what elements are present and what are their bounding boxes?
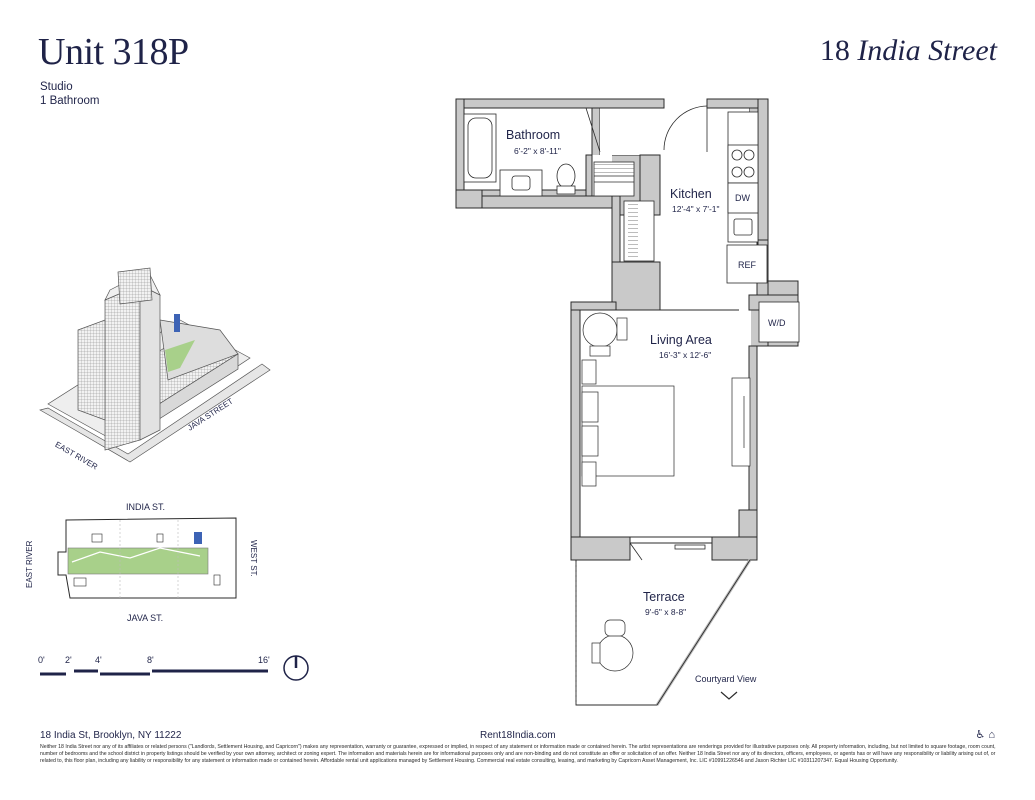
scale-bar [40,669,268,676]
wall-outlines [455,98,799,561]
north-arrow [283,655,309,681]
site-java-st-label: JAVA ST. [127,613,164,623]
terrace-table [591,619,634,672]
living-furniture [581,312,751,487]
room-dims-bathroom: 6'-2" x 8'-11" [514,146,561,156]
washer-dryer-label: W/D [768,318,786,328]
hall-closet-hatch [594,163,634,175]
legal-disclaimer: Neither 18 India Street nor any of its a… [40,744,996,764]
footer-website-link[interactable]: Rent18India.com [480,730,556,741]
brand-number: 18 [819,34,850,67]
room-dims-kitchen: 12'-4" x 7'-1" [672,204,720,214]
washer-dryer [758,301,800,343]
equal-housing-icon: ⌂ [988,729,995,741]
kitchen-floor [600,108,749,155]
brand-name: India Street [857,34,997,67]
room-label-terrace: Terrace [643,590,685,604]
courtyard-view-label: Courtyard View [695,674,757,684]
bathroom-vanity [499,169,543,197]
footer-address: 18 India St, Brooklyn, NY 11222 [40,730,182,741]
room-dims-living: 16'-3" x 12'-6" [659,350,712,360]
terrace-outline [575,559,752,706]
bathroom-count: 1 Bathroom [40,95,100,107]
accessibility-icon: ♿ [975,729,986,741]
scale-tick-4: 4' [95,655,102,665]
toilet [556,163,576,195]
bathroom-door [585,107,601,153]
site-plan [57,517,237,599]
bathtub [463,113,497,183]
site-india-st-label: INDIA ST. [126,502,166,512]
room-label-living: Living Area [650,333,712,347]
unit-type: Studio [40,81,73,93]
entry-door [663,105,708,152]
brand-title: 18 India Street [820,34,997,68]
kitchen-counter [726,111,768,284]
scale-tick-0: 0' [38,655,45,665]
courtyard-arrow [720,691,738,700]
site-east-river-label: EAST RIVER [25,540,34,588]
scale-tick-16: 16' [258,655,270,665]
scale-tick-8: 8' [147,655,154,665]
footer-icons: ♿ ⌂ [975,728,995,741]
refrigerator-label: REF [738,260,756,270]
room-dims-terrace: 9'-6" x 8-8" [645,607,687,617]
axonometric-view [39,267,271,463]
room-label-kitchen: Kitchen [670,187,712,201]
coat-closet-hatch [628,204,638,258]
scale-tick-2: 2' [65,655,72,665]
dishwasher-label: DW [735,193,750,203]
terrace-doors [629,542,706,561]
unit-title: Unit 318P [38,31,189,73]
room-label-bathroom: Bathroom [506,128,561,142]
site-west-st-label: WEST ST. [249,540,258,577]
